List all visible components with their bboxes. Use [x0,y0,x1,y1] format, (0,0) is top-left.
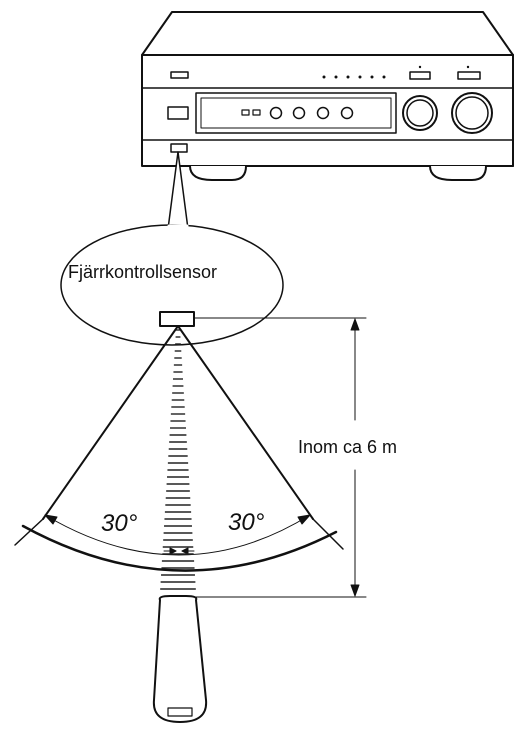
distance-label: Inom ca 6 m [298,437,398,457]
dimension-arrow-top [350,318,360,331]
receiver-top [141,11,514,56]
receiver-foot-left [189,165,247,181]
input-knob [402,95,438,131]
standby-button [170,71,189,79]
remote-sensor [159,311,195,327]
volume-knob [451,92,493,134]
dimension-arrow-bottom [350,584,360,597]
knob-small-2 [292,106,306,120]
knob-small-4 [340,106,354,120]
receiver-unit [141,11,514,181]
knob-small-3 [316,106,330,120]
angle-label-left: 30° [101,510,138,537]
remote-control [152,595,208,723]
selector-button-left [409,71,431,80]
cone-left-edge [42,325,179,520]
phones-jack [167,106,189,120]
cone-right-edge [177,325,314,520]
display-window [195,92,397,134]
angle-arc [44,514,311,556]
indicator-dots [322,65,470,79]
knob-small-1 [269,106,283,120]
callout-pointer [167,151,189,230]
sensor-window [170,143,188,153]
receiver-foot-right [429,165,487,181]
selector-button-right [457,71,481,80]
sensor-label: Fjärrkontrollsensor [68,262,218,282]
range-arc [21,524,338,572]
ir-beam [160,329,196,590]
angle-label-right: 30° [228,509,265,536]
